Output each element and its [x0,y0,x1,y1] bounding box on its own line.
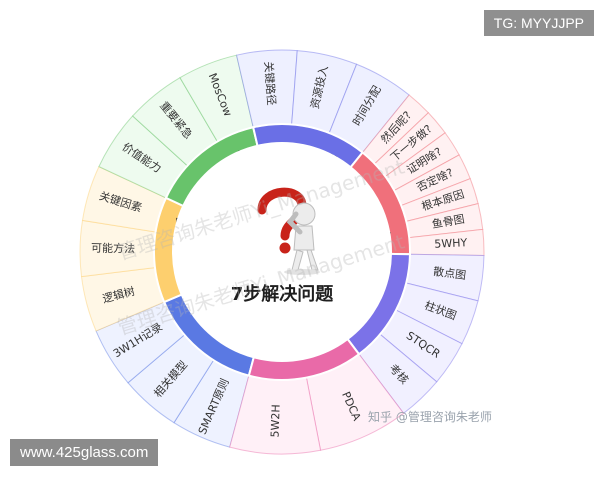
center-area: 7步解决问题 [172,142,392,362]
center-title: 7步解决问题 [231,283,335,305]
sub-item-label: 可能方法 [91,241,135,256]
tag-badge: TG: MYYJJPP [483,10,594,36]
sub-item-label: 5WHY [434,236,468,251]
outer-ring: SMART原则相关模型3W1H记录逻辑树可能方法关键因素价值能力重要紧急MosC… [79,49,485,455]
sub-item-label: 关键路径 [262,61,279,106]
question-mark-figure-icon [257,187,320,275]
sub-item-label: 散点图 [432,264,467,282]
footer-url-badge: www.425glass.com [10,439,159,466]
zhihu-credit: 知乎 @管理咨询朱老师 [368,410,492,424]
sub-item-label: 鱼骨图 [431,211,466,231]
sub-item-label: 5W2H [269,404,283,438]
